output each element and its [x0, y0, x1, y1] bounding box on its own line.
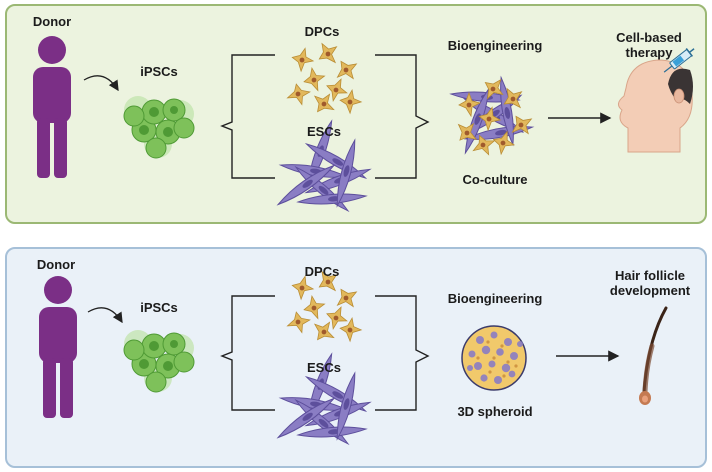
right-bracket [375, 295, 430, 411]
head-injection-icon [618, 48, 695, 153]
escs-label: ESCs [307, 360, 341, 375]
outcome-label-line2: development [609, 283, 691, 298]
ipsc-cluster-icon [123, 329, 195, 393]
left-bracket [220, 54, 275, 179]
coculture-icon [450, 72, 538, 160]
spheroid-icon [461, 325, 527, 391]
ipsc-cluster-icon [123, 95, 195, 159]
donor-person-icon [33, 36, 71, 178]
spheroid-label: 3D spheroid [457, 404, 533, 419]
bioengineering-label: Bioengineering [447, 291, 543, 306]
dpcs-label: DPCs [304, 24, 340, 39]
dpcs-label: DPCs [304, 264, 340, 279]
outcome-label-line2: therapy [625, 45, 673, 60]
left-bracket [220, 295, 275, 411]
hair-follicle-icon [639, 306, 668, 405]
right-bracket [375, 54, 430, 179]
donor-person-icon [39, 276, 77, 418]
ipscs-label: iPSCs [140, 300, 178, 315]
top-panel [5, 4, 707, 224]
donor-label: Donor [32, 14, 72, 29]
ipscs-label: iPSCs [140, 64, 178, 79]
donor-label: Donor [36, 257, 76, 272]
coculture-label: Co-culture [462, 172, 528, 187]
escs-label: ESCs [307, 124, 341, 139]
dpc-cells-icon [285, 38, 362, 119]
bioengineering-label: Bioengineering [447, 38, 543, 53]
outcome-label-line1: Cell-based [616, 30, 682, 45]
donor-to-ipsc-arrow [87, 307, 123, 324]
outcome-label-line1: Hair follicle [614, 268, 686, 283]
donor-to-ipsc-arrow [83, 75, 119, 92]
